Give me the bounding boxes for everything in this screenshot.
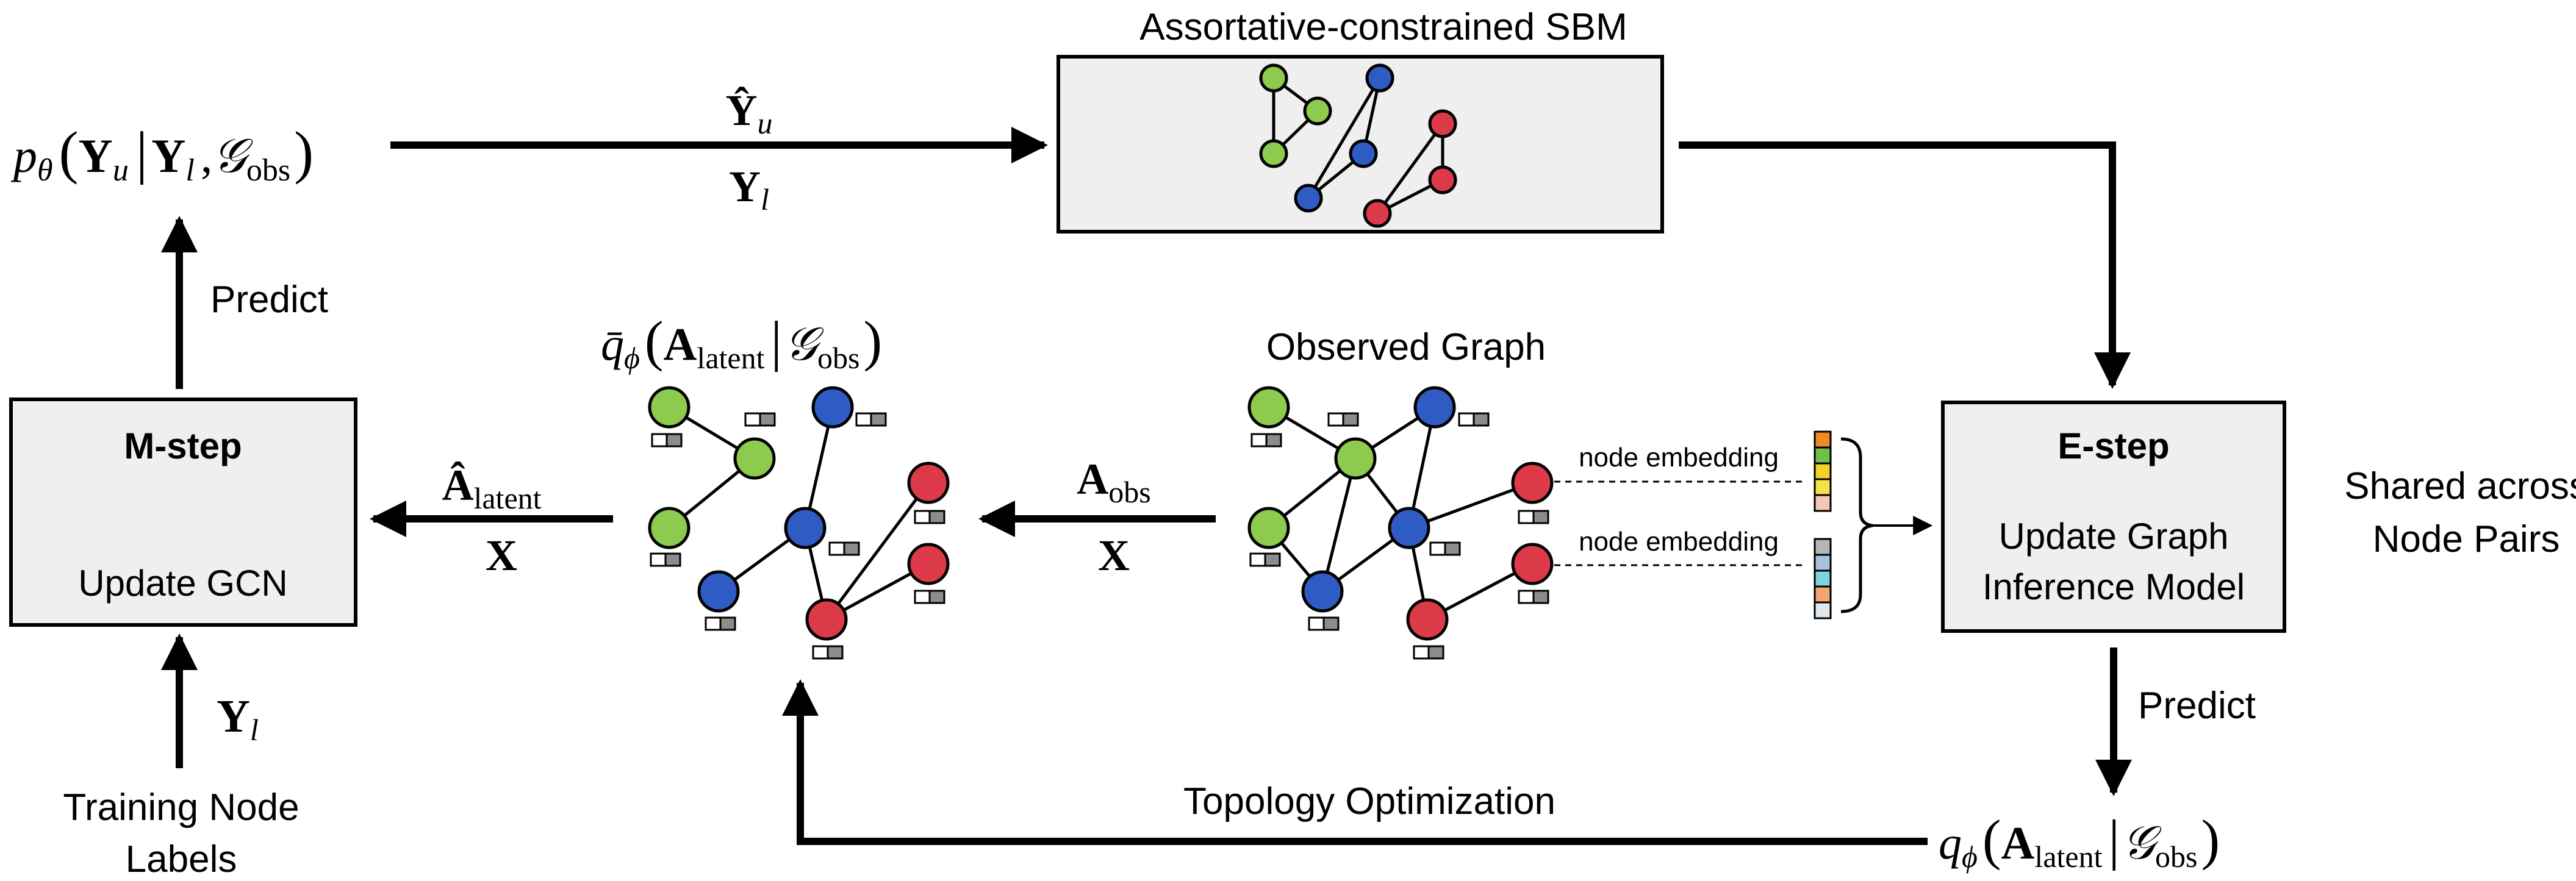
sbm-title: Assortative-constrained SBM (1139, 6, 1627, 48)
predict-right-label: Predict (2138, 685, 2256, 727)
node-red (1428, 109, 1457, 138)
a-hat-latent-label: Âlatent (442, 461, 541, 515)
node-blue (1301, 570, 1344, 613)
q-bar-formula: q̄ϕ(Alatent|𝒢obs) (601, 310, 882, 375)
node-blue (784, 507, 827, 549)
sbm-mini-graph (1259, 63, 1457, 228)
node-green (1247, 507, 1290, 549)
node-red (907, 462, 950, 504)
node-green (1259, 63, 1288, 93)
m-step-title: M-step (124, 426, 242, 466)
shared-line1: Shared across (2344, 465, 2576, 507)
node-green (1259, 139, 1288, 168)
y-hat-u-label: Ŷu (726, 86, 773, 140)
shared-line2: Node Pairs (2373, 518, 2560, 560)
node-red (1511, 462, 1554, 504)
latent-node-features (650, 412, 945, 660)
node-blue (1294, 184, 1323, 213)
embedding-bracket (1840, 437, 1873, 613)
e-step-box (1941, 401, 2286, 633)
latent-graph (648, 386, 950, 641)
node-red (1363, 199, 1392, 228)
arrow-sbm-to-estep (1679, 141, 2131, 389)
p-theta-formula: pθ(Yu|Yl,𝒢obs) (10, 119, 314, 188)
predict-left-label: Predict (210, 279, 328, 321)
node-green (1303, 96, 1332, 126)
node-red (805, 598, 848, 641)
node-red (1511, 543, 1554, 585)
m-step-subtitle: Update GCN (78, 563, 287, 604)
training-labels-line1: Training Node (63, 786, 299, 829)
x-label-mid: X (1098, 531, 1130, 580)
embedding-vector-bottom (1814, 538, 1832, 619)
node-red (907, 543, 950, 585)
a-obs-label: Aobs (1077, 455, 1150, 509)
node-red (1406, 598, 1449, 641)
embedding-vector-top (1814, 430, 1832, 512)
e-step-line1: Update Graph (1999, 516, 2229, 557)
y-l-label: Yl (729, 162, 769, 216)
node-blue (697, 570, 740, 613)
q-phi-formula: qϕ(Alatent|𝒢obs) (1939, 808, 2220, 874)
e-step-title: E-step (2058, 426, 2169, 466)
node-green (648, 507, 691, 549)
training-labels-line2: Labels (126, 838, 237, 880)
node-blue (1413, 386, 1456, 429)
node-blue (811, 386, 854, 429)
node-embedding-label-bottom: node embedding (1579, 527, 1779, 557)
e-step-line2: Inference Model (1982, 566, 2245, 607)
topology-optimization-label: Topology Optimization (1183, 780, 1555, 822)
node-blue (1388, 507, 1430, 549)
node-red (1428, 165, 1457, 194)
node-blue (1365, 63, 1394, 93)
node-green (733, 437, 776, 480)
training-y-l-label: Yl (217, 691, 259, 747)
observed-node-features (1249, 412, 1549, 660)
observed-graph (1247, 386, 1554, 641)
node-green (1247, 386, 1290, 429)
arrow-topology-optimization (782, 679, 1928, 845)
node-green (1334, 437, 1377, 480)
node-embedding-label-top: node embedding (1579, 443, 1779, 473)
node-green (648, 386, 691, 429)
node-blue (1349, 139, 1378, 168)
m-step-box (9, 398, 357, 627)
x-label-left: X (486, 531, 517, 580)
observed-graph-title: Observed Graph (1266, 326, 1546, 368)
